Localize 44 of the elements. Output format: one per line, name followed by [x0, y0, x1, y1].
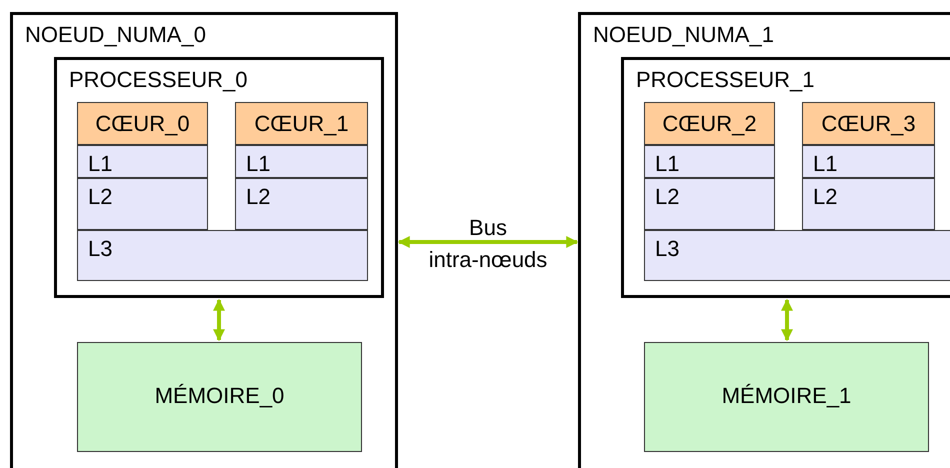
- node-label: MÉMOIRE_1: [720, 384, 852, 408]
- core-box: [235, 102, 368, 145]
- cache-box: [235, 178, 368, 230]
- double-arrow: [213, 298, 225, 342]
- cache-box: [77, 230, 368, 281]
- cache-box: [235, 145, 368, 178]
- processor-box: [621, 57, 950, 298]
- node-label: L3: [655, 237, 680, 261]
- node-label: L2: [88, 185, 112, 209]
- node-label: NOEUD_NUMA_1: [593, 23, 774, 47]
- node-label: CŒUR_0: [94, 112, 191, 136]
- numa-node-box: [578, 12, 950, 468]
- node-label: NOEUD_NUMA_0: [25, 23, 206, 47]
- node-label: CŒUR_1: [253, 112, 350, 136]
- processor-box: [54, 57, 384, 298]
- node-label: PROCESSEUR_1: [636, 68, 815, 92]
- numa-node-box: [10, 12, 398, 468]
- cache-box: [77, 178, 208, 230]
- node-label: L1: [88, 152, 112, 176]
- double-arrow: [398, 236, 578, 248]
- cache-box: [644, 145, 775, 178]
- node-label: L1: [246, 152, 270, 176]
- cache-box: [644, 230, 950, 281]
- node-label: L2: [655, 185, 680, 209]
- memory-box: [77, 342, 362, 452]
- node-label: L2: [246, 185, 270, 209]
- cache-box: [77, 145, 208, 178]
- node-label: L1: [655, 152, 680, 176]
- core-box: [77, 102, 208, 145]
- node-label: PROCESSEUR_0: [69, 68, 248, 92]
- node-label: MÉMOIRE_0: [154, 384, 286, 408]
- cache-box: [802, 145, 935, 178]
- node-label: CŒUR_3: [820, 112, 917, 136]
- node-label: L3: [88, 237, 112, 261]
- cache-box: [644, 178, 775, 230]
- node-label: CŒUR_2: [661, 112, 758, 136]
- node-label: L2: [813, 185, 838, 209]
- double-arrow: [781, 298, 793, 342]
- edge-label: Bus intra-nœuds: [428, 214, 548, 274]
- core-box: [802, 102, 935, 145]
- cache-box: [802, 178, 935, 230]
- memory-box: [644, 342, 929, 452]
- core-box: [644, 102, 775, 145]
- node-label: L1: [813, 152, 838, 176]
